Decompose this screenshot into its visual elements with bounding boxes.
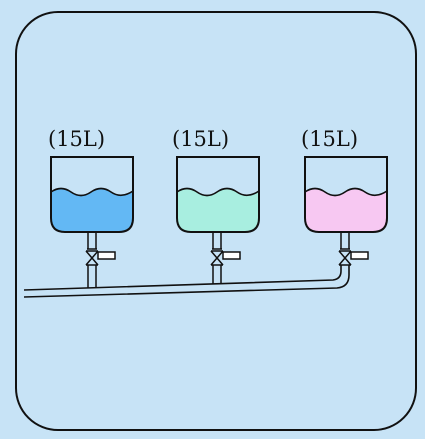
main-pipe-top-wall [23,265,342,291]
container-2-valve-handle [222,251,241,260]
container-3-liquid [305,188,387,232]
container-2-drop-pipe [212,265,222,284]
container-2-liquid [177,188,259,232]
container-3-wave [304,187,388,197]
container-3-label: (15L) [301,127,358,151]
container-2-valve [210,250,224,266]
container-1-valve-handle [97,251,116,260]
container-1: (15L) [48,127,134,288]
container-1-liquid [51,188,133,232]
container-2-wave [176,187,260,197]
container-3-outlet [340,232,350,250]
main-pipe-bottom-wall [23,265,350,298]
container-1-outlet [87,232,97,250]
container-1-valve [85,250,99,266]
container-2-outline [176,156,260,233]
container-1-wave [50,187,134,197]
container-2: (15L) [172,127,260,284]
container-3-outline [304,156,388,233]
container-2-outlet [212,232,222,250]
container-3: (15L) [301,127,388,266]
container-3-valve-handle [350,251,369,260]
container-3-valve [338,250,352,266]
container-1-label: (15L) [48,127,105,151]
container-2-label: (15L) [172,127,229,151]
container-1-drop-pipe [87,265,97,288]
container-1-outline [50,156,134,233]
